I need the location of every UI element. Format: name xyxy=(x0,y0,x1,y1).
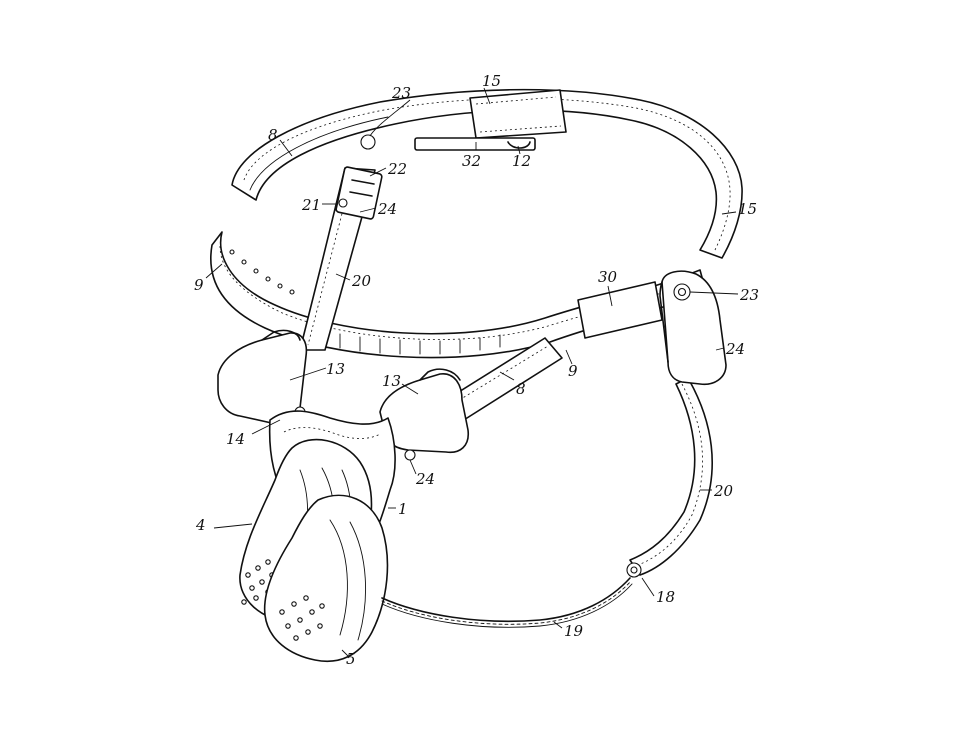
numeral-8-center: 8 xyxy=(516,380,526,398)
numeral-24-right: 24 xyxy=(725,340,745,358)
numeral-1: 1 xyxy=(398,500,408,518)
numeral-9-left: 9 xyxy=(194,276,204,294)
back-strap-20 xyxy=(299,166,383,351)
numeral-30: 30 xyxy=(598,268,618,286)
numeral-8-top: 8 xyxy=(268,126,278,144)
numeral-21: 21 xyxy=(301,196,321,214)
numeral-22: 22 xyxy=(387,160,407,178)
numeral-15-top: 15 xyxy=(482,72,501,90)
numeral-13-center: 13 xyxy=(382,372,401,390)
numeral-14: 14 xyxy=(226,430,245,448)
numeral-5: 5 xyxy=(346,650,356,668)
side-strap-20 xyxy=(626,377,714,578)
pad-24-right xyxy=(659,270,727,386)
numeral-24-lower: 24 xyxy=(415,470,435,488)
numeral-23-top: 23 xyxy=(391,84,411,102)
cord-19 xyxy=(381,577,633,628)
waist-belt-front xyxy=(210,231,707,359)
numeral-12: 12 xyxy=(512,152,531,170)
tube-perforations-lower xyxy=(279,595,325,641)
pad-13-left xyxy=(217,329,308,426)
numeral-15-right: 15 xyxy=(738,200,757,218)
belt-adjustment-holes xyxy=(229,249,295,295)
rivet-23-back xyxy=(360,134,376,150)
numeral-24-upper: 24 xyxy=(377,200,397,218)
numeral-18: 18 xyxy=(656,588,675,606)
tube-5-lower xyxy=(263,494,389,662)
numeral-32: 32 xyxy=(462,152,481,170)
reference-numerals: 23 15 8 22 32 12 21 24 15 9 20 30 23 9 8… xyxy=(194,72,759,668)
numeral-20-side: 20 xyxy=(713,482,734,500)
numeral-19: 19 xyxy=(564,622,584,640)
numeral-13-left: 13 xyxy=(326,360,345,378)
numeral-20-back: 20 xyxy=(351,272,372,290)
waist-belt-back xyxy=(231,88,743,259)
numeral-4: 4 xyxy=(195,516,206,534)
numeral-9-center: 9 xyxy=(568,362,578,380)
numeral-23-right: 23 xyxy=(739,286,759,304)
